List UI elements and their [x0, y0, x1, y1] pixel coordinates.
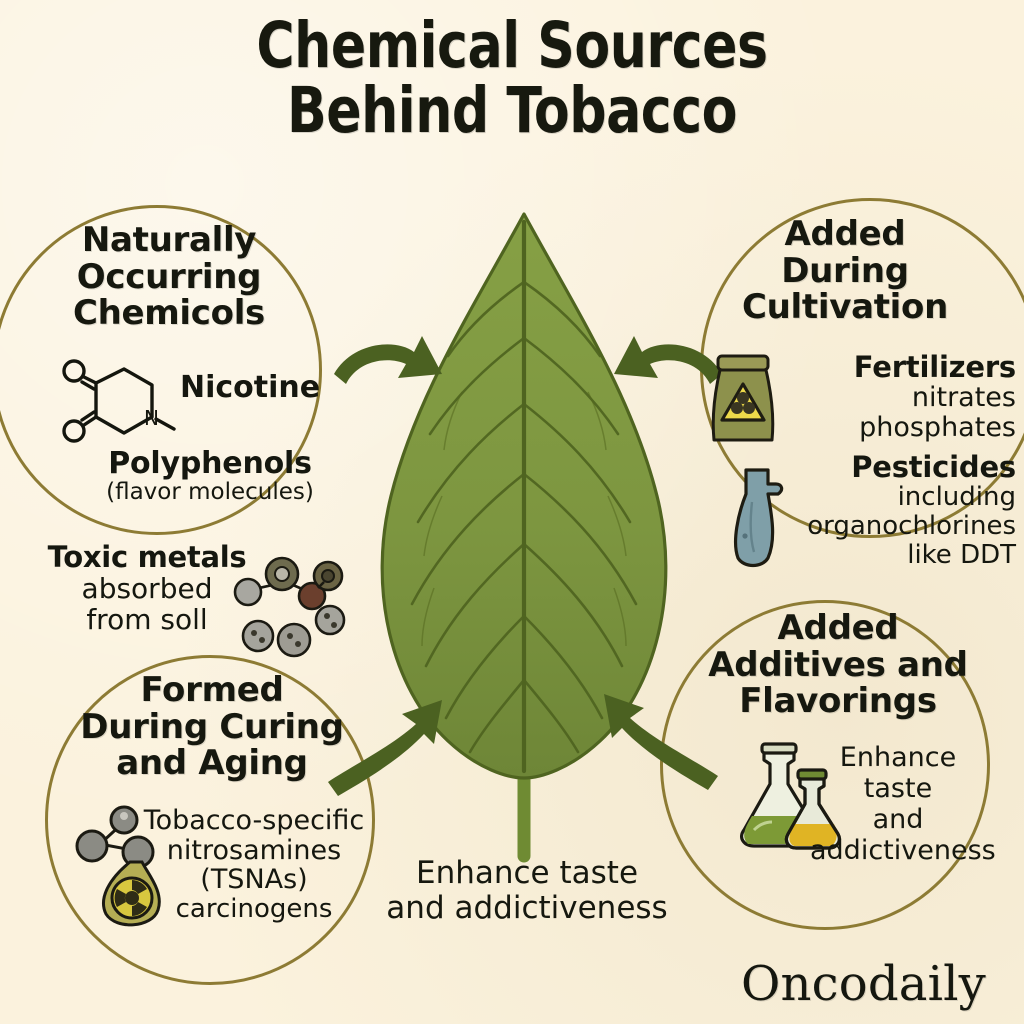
tsna-text-group: Tobacco-specific nitrosamines (TSNAs) ca…: [140, 806, 368, 924]
pesticides-text-group: Pesticides including organochlorines lik…: [758, 450, 1016, 570]
additives-detail: taste: [863, 773, 933, 805]
label-fertilizers: Fertilizers: [853, 350, 1016, 384]
toxic-metals-line-2: absorbed: [81, 571, 213, 605]
nicotine-molecule-icon: N: [62, 359, 176, 443]
tsna-detail: nitrosamines: [166, 834, 342, 866]
panel-naturally-occurring: Naturally Occurring Chemicols: [24, 222, 314, 332]
flasks-icon: [740, 742, 841, 850]
center-caption: Enhance taste and addictiveness: [332, 855, 722, 927]
heading-line: Added: [784, 214, 906, 254]
pesticides-detail: including: [897, 482, 1016, 513]
heading-line: During: [781, 250, 909, 291]
label-polyphenols-sub: (flavor molecules): [106, 479, 314, 506]
tsna-detail: carcinogens: [175, 894, 333, 925]
panel-added-additives: Added Additives and Flavorings: [688, 610, 988, 720]
heading-line: Added: [777, 608, 899, 648]
tsna-detail: (TSNAs): [200, 864, 308, 896]
title-line-1: Chemical Sources: [256, 9, 768, 82]
fertilizers-detail: phosphates: [859, 412, 1016, 443]
panel-formed-during-curing: Formed During Curing and Aging: [62, 672, 362, 782]
brand-logo: Oncodaily: [740, 956, 986, 1012]
additives-detail: Enhance: [839, 742, 957, 773]
arrow-from-naturally-occurring-icon: [334, 336, 442, 384]
fertilizers-text-group: Fertilizers nitrates phosphates: [786, 350, 1016, 443]
heading-line: Naturally: [81, 220, 257, 260]
pesticides-detail: organochlorines: [807, 510, 1016, 541]
toxic-metals-line-3: from soll: [86, 602, 208, 636]
panel-curing-heading: Formed During Curing and Aging: [62, 672, 362, 782]
additives-text-group: Enhance taste and addictiveness: [810, 742, 996, 867]
tsna-detail: Tobacco-specific: [143, 805, 365, 836]
fertilizer-bag-icon: [711, 354, 775, 442]
heading-line: Additives and: [708, 644, 968, 685]
center-caption-line-1: Enhance taste: [415, 855, 639, 891]
additives-detail: and: [872, 804, 924, 836]
circle-naturally-occurring: [0, 205, 322, 535]
metal-molecule-icon: [233, 556, 346, 658]
toxic-metals-line-1: Toxic metals: [47, 540, 247, 574]
page-title: Chemical Sources Behind Tobacco: [41, 9, 983, 147]
label-polyphenols: Polyphenols: [108, 446, 312, 481]
arrow-from-additives-icon: [604, 694, 718, 790]
spray-bottle-icon: [734, 468, 784, 568]
tsna-hazard-flask-icon: [75, 805, 161, 927]
panel-naturally-occurring-heading: Naturally Occurring Chemicols: [24, 222, 314, 332]
title-line-2: Behind Tobacco: [286, 73, 738, 147]
heading-line: and Aging: [116, 743, 308, 784]
label-nicotine: Nicotine: [180, 370, 321, 405]
panel-additives-heading: Added Additives and Flavorings: [688, 610, 988, 720]
svg-text:N: N: [144, 406, 159, 430]
center-caption-line-2: and addictiveness: [386, 890, 668, 927]
toxic-metals-note: Toxic metals absorbed from soll: [42, 540, 252, 636]
heading-line: Chemicols: [72, 293, 265, 334]
fertilizers-detail: nitrates: [911, 382, 1016, 414]
circle-added-additives: [660, 600, 990, 930]
additives-detail: addictiveness: [810, 835, 996, 867]
arrow-from-cultivation-icon: [614, 336, 722, 384]
heading-line: Formed: [140, 670, 284, 710]
circle-formed-during-curing: [45, 655, 375, 985]
pesticides-detail: like DDT: [907, 539, 1016, 570]
heading-line: Occurring: [76, 256, 262, 297]
tobacco-leaf-illustration: [380, 212, 668, 863]
label-pesticides: Pesticides: [851, 450, 1016, 484]
panel-added-during-cultivation: Added During Cultivation: [700, 216, 990, 326]
arrow-from-curing-icon: [328, 700, 442, 796]
heading-line: Flavorings: [739, 681, 937, 722]
panel-cultivation-heading: Added During Cultivation: [700, 216, 990, 326]
label-polyphenols-group: Polyphenols (flavor molecules): [90, 446, 330, 506]
heading-line: During Curing: [80, 706, 344, 747]
heading-line: Cultivation: [742, 287, 948, 328]
